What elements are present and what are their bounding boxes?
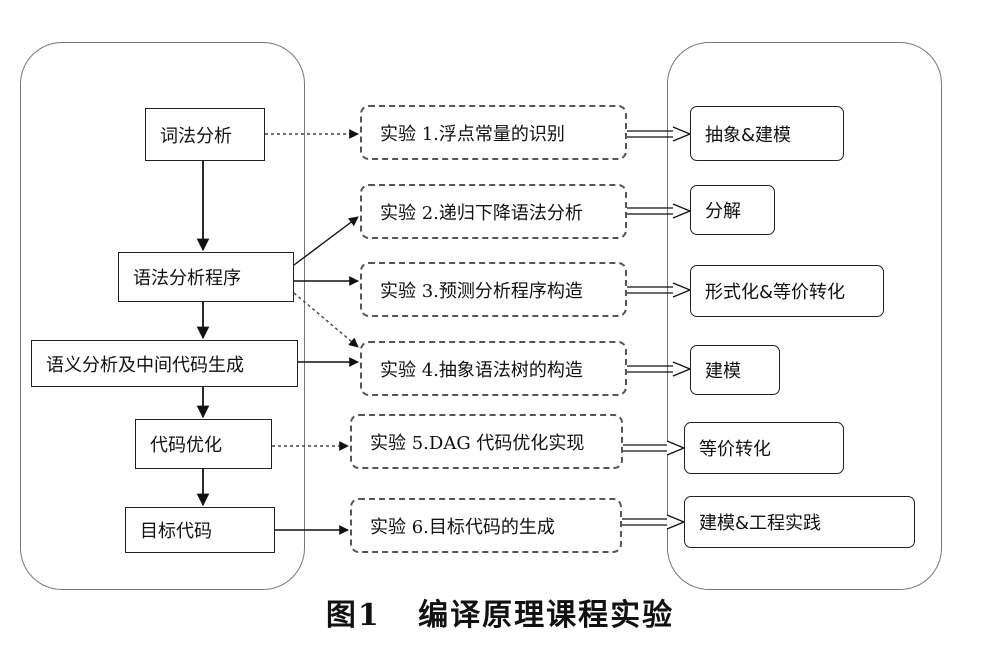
figure-caption: 图1 编译原理课程实验 [325,598,675,633]
stage-lexical-analysis: 词法分析 [145,108,265,161]
skill-modeling-engineering: 建模&工程实践 [684,496,915,548]
arrow-exp3-to-skill3 [627,282,692,298]
stage-semantic-analysis: 语义分析及中间代码生成 [31,340,298,387]
experiment-3: 实验 3.预测分析程序构造 [360,262,627,317]
experiment-4: 实验 4.抽象语法树的构造 [360,341,627,396]
experiment-5: 实验 5.DAG 代码优化实现 [350,414,623,469]
arrow-exp6-to-skill6 [622,514,686,530]
experiment-6: 实验 6.目标代码的生成 [350,498,622,553]
skill-equivalence-transformation: 等价转化 [684,422,844,474]
arrow-exp1-to-skill1 [627,126,692,142]
skill-formalization-equivalence: 形式化&等价转化 [690,265,884,317]
skill-decomposition: 分解 [690,185,775,235]
experiment-1: 实验 1.浮点常量的识别 [360,105,627,160]
arrow-syntax-to-exp4 [293,292,359,348]
arrow-exp5-to-skill5 [623,440,686,456]
stage-syntax-analysis: 语法分析程序 [118,252,294,302]
skill-modeling: 建模 [690,345,780,395]
arrow-syntax-to-exp2 [293,216,359,266]
arrow-exp4-to-skill4 [627,361,692,377]
stage-code-optimization: 代码优化 [135,419,272,469]
stage-target-code: 目标代码 [125,507,275,553]
experiment-2: 实验 2.递归下降语法分析 [360,184,627,239]
skill-abstraction-modeling: 抽象&建模 [690,106,844,161]
arrow-exp2-to-skill2 [627,203,692,219]
